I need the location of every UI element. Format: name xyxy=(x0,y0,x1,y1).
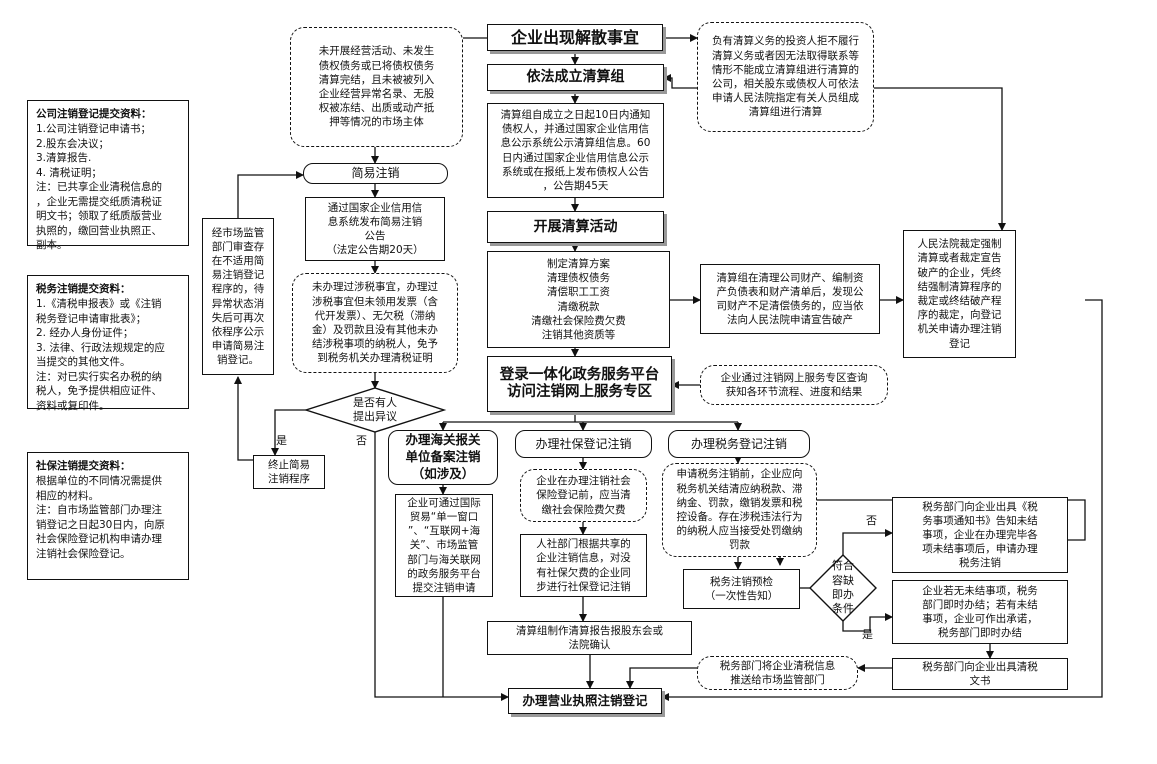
company-materials-line: 1.公司注销登记申请书； xyxy=(36,123,152,136)
tax-materials-line: 2. 经办人身份证件； xyxy=(36,327,134,340)
tax-cancel-node: 办理税务登记注销 xyxy=(668,430,810,458)
tax-yes-label: 是 xyxy=(862,628,873,641)
tax-materials-line: 1.《清税申报表》或《注销 xyxy=(36,298,162,311)
company-materials-title: 公司注销登记提交资料： xyxy=(36,108,152,120)
tax-push-node: 税务部门将企业清税信息 推送给市场监管部门 xyxy=(697,656,858,690)
social-node: 办理社保登记注销 xyxy=(515,430,652,458)
tax-cert-node: 税务部门向企业出具清税 文书 xyxy=(892,658,1068,690)
company-materials-line: 4. 清税证明； xyxy=(36,166,102,179)
tax-no-label: 否 xyxy=(866,514,877,527)
simple-scope-node: 未开展经营活动、未发生 债权债务或已将债权债务 清算完结，且未被被列入 企业经营… xyxy=(290,27,463,147)
tolerance-diamond xyxy=(809,554,877,622)
objection-label: 是否有人 提出异议 xyxy=(353,395,397,423)
form-group-node: 依法成立清算组 xyxy=(487,64,664,91)
dissolve-node: 企业出现解散事宜 xyxy=(487,24,663,51)
social-materials-line: 销登记之日起30日内，向原 xyxy=(36,518,165,531)
social-pre-node: 企业在办理注销社会 保险登记前，应当清 缴社会保险费欠费 xyxy=(520,469,647,522)
company-materials-panel: 公司注销登记提交资料： 1.公司注销登记申请书； 2.股东会决议； 3.清算报告… xyxy=(27,100,189,251)
social-materials-panel: 社保注销提交资料： 根据单位的不同情况需提供 相应的材料。 注：自市场监管部门办… xyxy=(27,452,189,580)
tax-materials-line: 注：对已实行实名办税的纳 xyxy=(36,370,162,383)
company-materials-line: 2.股东会决议； xyxy=(36,137,110,150)
simple-cancel-node: 简易注销 xyxy=(303,163,448,184)
login-node: 登录一体化政务服务平台 访问注销网上服务专区 xyxy=(487,356,672,412)
tolerance-label: 符合 容缺 即办 条件 xyxy=(832,559,854,616)
tax-materials-line: 当提交的其他文件。 xyxy=(36,356,131,369)
social-materials-title: 社保注销提交资料： xyxy=(36,460,131,472)
social-materials-line: 相应的材料。 xyxy=(36,489,99,502)
objection-diamond xyxy=(303,387,447,433)
notice-unfinished-node: 税务部门向企业出具《税 务事项通知书》告知未结 事项，企业在办理完毕各 项未结事… xyxy=(892,497,1068,573)
tax-materials-line: 3. 法律、行政法规规定的应 xyxy=(36,341,165,354)
company-materials-line: 注：已共享企业清税信息的 xyxy=(36,181,162,194)
company-materials-line: 3.清算报告. xyxy=(36,152,92,165)
report-node: 清算组制作清算报告报股东会或 法院确认 xyxy=(487,621,692,655)
liquidation-node: 开展清算活动 xyxy=(487,211,664,243)
bankrupt-node: 清算组在清理公司财产、编制资 产负债表和财产清单后，发现公 司财产不足清偿债务的… xyxy=(700,264,880,334)
market-review-node: 经市场监管 部门审查存 在不适用简 易注销登记 程序的，待 异常状态消 失后可再… xyxy=(202,218,274,375)
tax-materials-line: 税人，免予提供相应证件、 xyxy=(36,385,162,398)
simple-publish-node: 通过国家企业信用信 息系统发布简易注销 公告 （法定公告期20天） xyxy=(305,197,445,261)
liquidation-items-node: 制定清算方案 清理债权债务 清偿职工工资 清缴税款 清缴社会保险费欠费 注销其他… xyxy=(487,251,670,348)
tax-materials-line: 税务登记申请审批表》； xyxy=(36,312,147,325)
social-materials-line: 注销社会保险登记。 xyxy=(36,547,131,560)
final-node: 办理营业执照注销登记 xyxy=(508,688,662,714)
objection-yes-label: 是 xyxy=(276,434,287,447)
company-materials-line: ，企业无需提交纸质清税证 xyxy=(36,195,162,208)
company-materials-line: 明文书；领取了纸质版营业 xyxy=(36,210,162,223)
tax-materials-panel: 税务注销提交资料： 1.《清税申报表》或《注销 税务登记申请审批表》； 2. 经… xyxy=(27,275,189,412)
tax-apply-node: 申请税务注销前，企业应向 税务机关结清应纳税款、滞 纳金、罚款，缴销发票和税 控… xyxy=(662,463,817,557)
objection-no-label: 否 xyxy=(356,434,367,447)
tax-materials-title: 税务注销提交资料： xyxy=(36,283,131,295)
customs-node: 办理海关报关 单位备案注销 （如涉及） xyxy=(388,430,498,485)
tax-precheck-node: 税务注销预检 （一次性告知） xyxy=(683,569,800,609)
instant-node: 企业若无未结事项，税务 部门即时办结；若有未结 事项，企业可作出承诺， 税务部门… xyxy=(892,580,1068,644)
group-notice-node: 清算组自成立之日起10日内通知 债权人，并通过国家企业信用信 息公示系统公示清算… xyxy=(487,103,664,198)
terminate-node: 终止简易 注销程序 xyxy=(253,455,325,489)
query-node: 企业通过注销网上服务专区查询 获知各环节流程、进度和结果 xyxy=(700,365,888,405)
tax-materials-line: 资料或复印件。 xyxy=(36,399,110,412)
customs-detail-node: 企业可通过国际 贸易“单一窗口 ”、“互联网+海 关”、市场监管 部门与海关联网… xyxy=(395,494,493,597)
court-bankrupt-node: 人民法院裁定强制 清算或者裁定宣告 破产的企业，凭终 结强制清算程序的 裁定或终… xyxy=(903,230,1016,358)
social-sync-node: 人社部门根据共享的 企业注销信息，对没 有社保欠费的企业同 步进行社保登记注销 xyxy=(520,534,647,597)
social-materials-line: 根据单位的不同情况需提供 xyxy=(36,475,162,488)
social-materials-line: 社会保险登记机构申请办理 xyxy=(36,533,162,546)
court-designate-node: 负有清算义务的投资人拒不履行 清算义务或者因无法取得联系等 情形不能成立清算组进… xyxy=(697,22,874,132)
social-materials-line: 注：自市场监管部门办理注 xyxy=(36,504,162,517)
company-materials-line: 副本。 xyxy=(36,239,68,252)
company-materials-line: 执照的，缴回营业执照正、 xyxy=(36,224,162,237)
tax-unfinished-node: 未办理过涉税事宜，办理过 涉税事宜但未领用发票（含 代开发票）、无欠税（滞纳 金… xyxy=(292,273,458,373)
